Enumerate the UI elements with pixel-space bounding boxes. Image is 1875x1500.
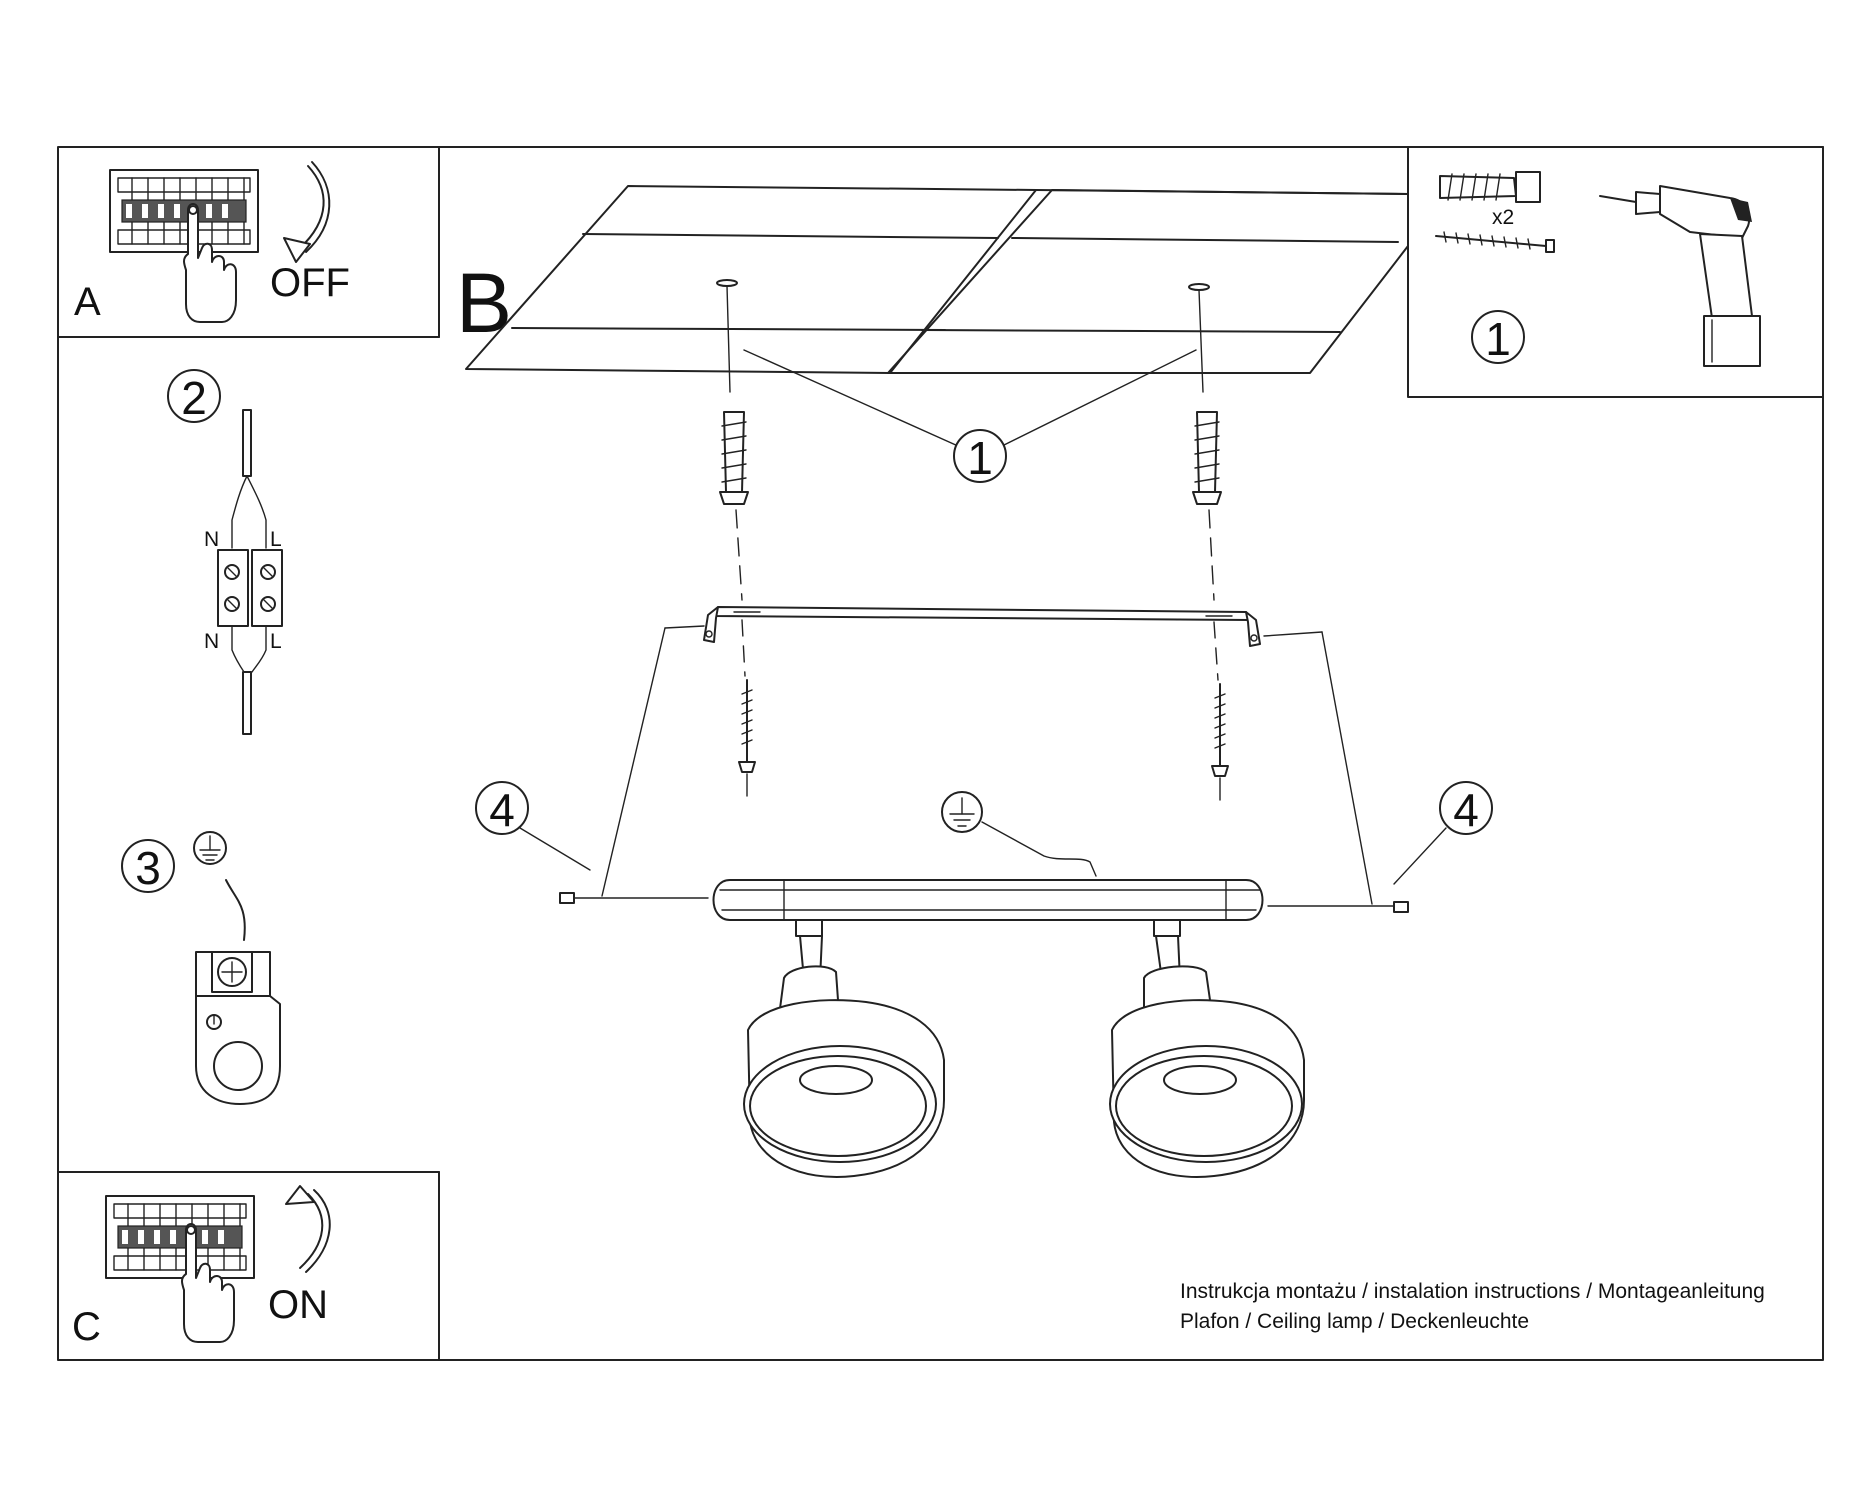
spotlight-right	[1109, 919, 1305, 1178]
drill-icon	[1599, 185, 1761, 367]
screw-icon	[1267, 901, 1409, 913]
svg-text:N: N	[204, 630, 219, 653]
panel-b-letter: B	[456, 256, 512, 350]
svg-text:L: L	[270, 528, 282, 551]
callout-4-left: 4	[475, 781, 591, 871]
ground-symbol-icon	[193, 831, 227, 865]
screw-icon	[738, 679, 756, 773]
ground-symbol-icon	[941, 791, 1097, 877]
panel-c-letter: C	[72, 1305, 101, 1349]
spotlight-left	[743, 919, 945, 1178]
frames	[57, 146, 1824, 1361]
power-switch-panel-icon	[105, 1195, 255, 1279]
step-2-number: 2	[181, 372, 207, 424]
footer-line-2: Plafon / Ceiling lamp / Deckenleuchte	[1180, 1310, 1529, 1333]
step-3-number: 3	[135, 842, 161, 894]
tools-box: x2 1	[1435, 171, 1761, 367]
svg-text:1: 1	[967, 432, 993, 484]
rotate-arrow-icon	[285, 1185, 331, 1273]
screw-icon	[1211, 683, 1229, 777]
panel-a-action: OFF	[270, 261, 350, 305]
panel-a: A OFF	[74, 161, 350, 324]
panel-a-letter: A	[74, 280, 101, 324]
panel-c-action: ON	[268, 1283, 328, 1327]
anchor-multiplier: x2	[1492, 206, 1514, 229]
wall-anchor-icon	[1192, 411, 1222, 505]
hand-icon	[181, 1223, 235, 1343]
svg-text:4: 4	[1453, 784, 1479, 836]
wall-anchor-icon	[1439, 171, 1541, 203]
step-2-wiring: 2 N L N L	[167, 369, 283, 735]
panel-c: C ON	[72, 1185, 331, 1349]
footer-line-1: Instrukcja montażu / instalation instruc…	[1180, 1280, 1765, 1303]
terminal-block-icon	[217, 549, 283, 627]
rotate-arrow-icon	[283, 161, 331, 263]
svg-text:L: L	[270, 630, 282, 653]
panel-b: B 1	[456, 185, 1493, 1178]
power-switch-panel-icon	[109, 169, 259, 253]
lamp-base	[712, 879, 1264, 921]
wall-anchor-icon	[719, 411, 749, 505]
screw-icon	[1435, 231, 1555, 253]
tools-step-number: 1	[1471, 310, 1525, 365]
svg-text:N: N	[204, 528, 219, 551]
callout-1: 1	[743, 349, 1197, 484]
svg-text:1: 1	[1485, 313, 1511, 365]
screw-icon	[559, 892, 709, 904]
svg-text:4: 4	[489, 784, 515, 836]
ceiling-tiles	[465, 185, 1409, 374]
hand-icon	[183, 203, 237, 323]
callout-4-right: 4	[1393, 781, 1493, 885]
footer-caption: Instrukcja montażu / instalation instruc…	[1180, 1280, 1765, 1333]
step-3-ground: 3	[121, 831, 281, 1105]
mounting-bracket	[703, 606, 1261, 647]
